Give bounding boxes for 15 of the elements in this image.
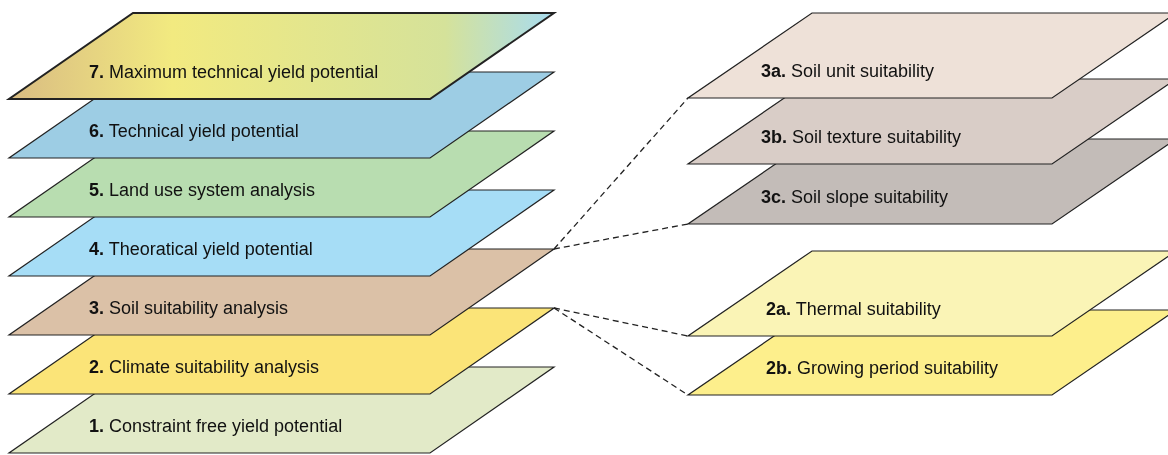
layer-label: 2. Climate suitability analysis: [89, 356, 320, 378]
layer-label: 7. Maximum technical yield potential: [89, 61, 379, 83]
layer-label: 1. Constraint free yield potential: [89, 415, 343, 437]
dashed-connector: [553, 307, 689, 337]
layer-label: 4. Theoratical yield potential: [89, 238, 313, 260]
layer-label: 3c. Soil slope suitability: [761, 186, 949, 208]
dashed-connector: [553, 223, 689, 250]
layer-label: 6. Technical yield potential: [89, 120, 299, 142]
layer-label: 2a. Thermal suitability: [766, 298, 941, 320]
layer-label: 5. Land use system analysis: [89, 179, 316, 201]
layer-label: 3a. Soil unit suitability: [761, 60, 935, 82]
dashed-connector: [553, 97, 689, 250]
layer-label: 2b. Growing period suitability: [766, 357, 999, 379]
layer-label: 3b. Soil texture suitability: [761, 126, 962, 148]
layer-label: 3. Soil suitability analysis: [89, 297, 289, 319]
